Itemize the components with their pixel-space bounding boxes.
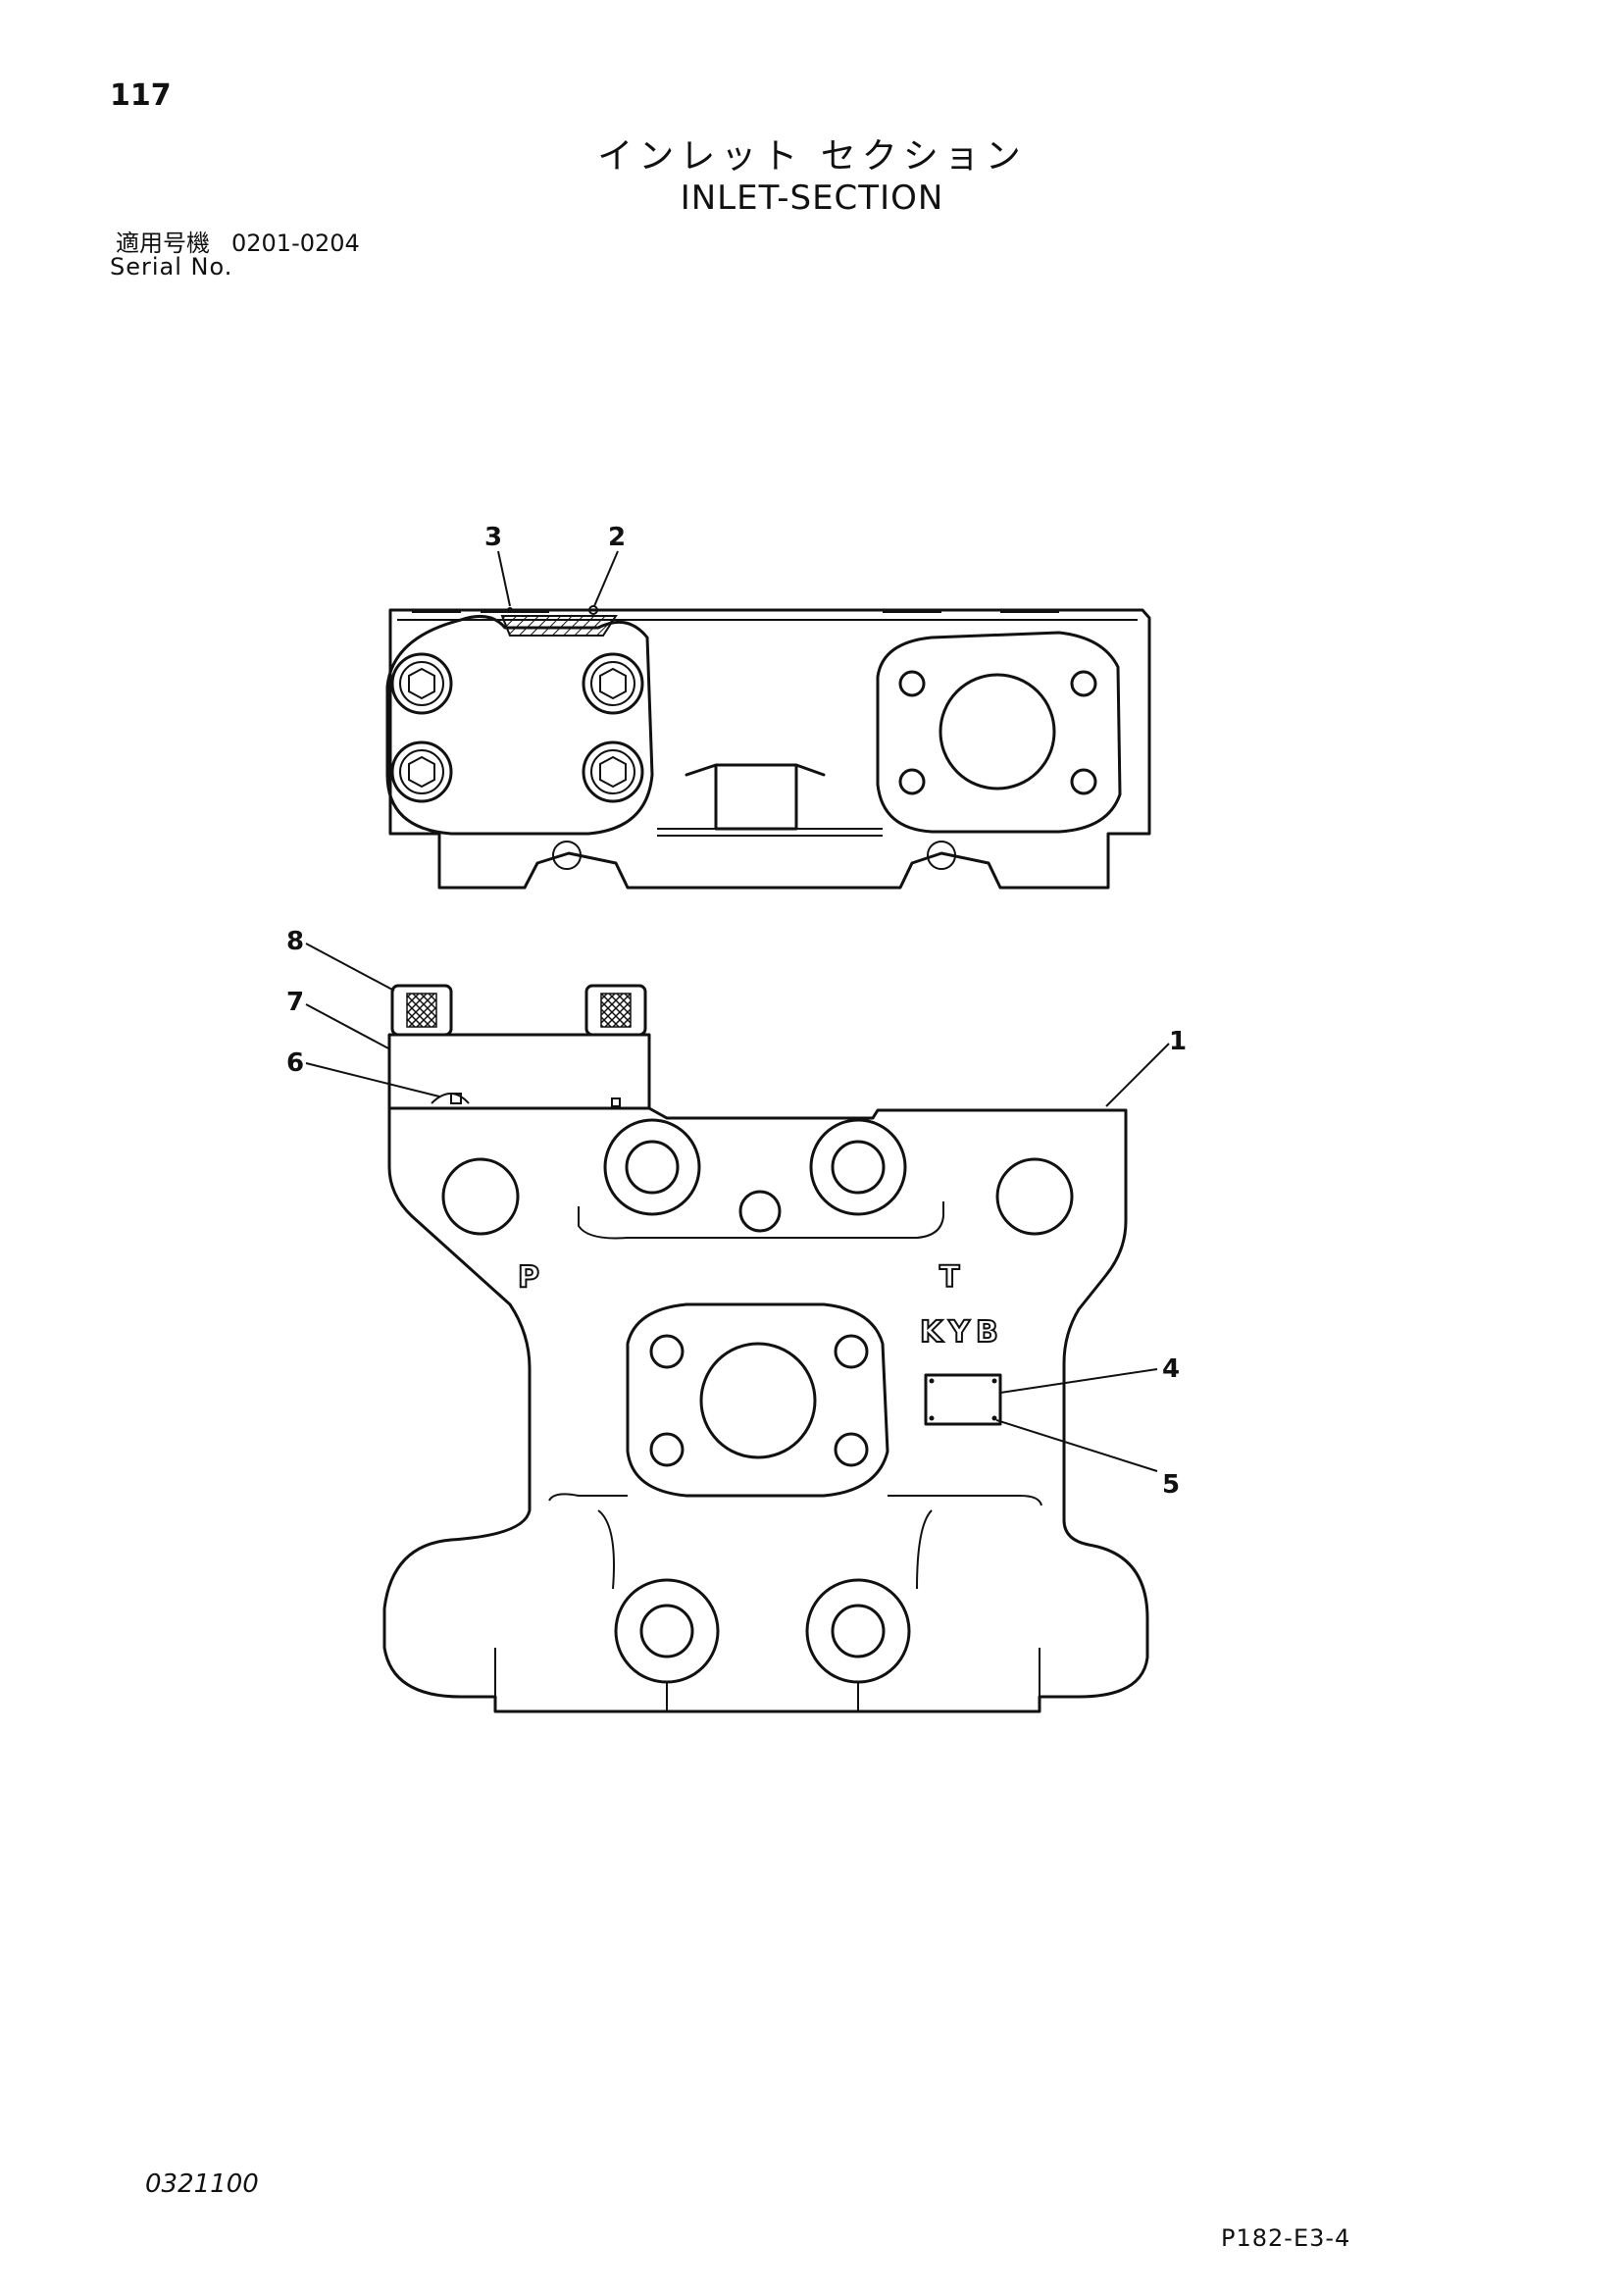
cover-plate: [387, 1033, 651, 1110]
hex-bolt: [582, 740, 644, 803]
center-flange: [626, 1302, 889, 1498]
callouts: 3 2 8 7 6 1 4 5: [286, 523, 1187, 1500]
port-opening: [995, 1157, 1074, 1236]
nameplate-rivet: [991, 1415, 997, 1421]
inlet-section-top-view: [385, 608, 1151, 890]
hex-bolt: [582, 652, 644, 715]
svg-text:7: 7: [286, 988, 304, 1017]
port-flange-right: [876, 631, 1122, 834]
applicable-models: 適用号機 0201-0204: [116, 224, 360, 258]
embossed-p: P: [518, 1260, 539, 1295]
inlet-section-front-view: P T KYB: [382, 984, 1149, 1713]
hex-bolt: [390, 652, 453, 715]
callout-5: 5: [995, 1419, 1180, 1500]
embossed-t: T: [939, 1260, 960, 1295]
serial-label: Serial No.: [110, 253, 233, 281]
port-opening: [441, 1157, 520, 1236]
callout-7: 7: [286, 988, 391, 1050]
callout-3: 3: [484, 523, 513, 613]
nameplate: [924, 1373, 1002, 1426]
svg-text:8: 8: [286, 927, 304, 956]
document-code: 0321100: [145, 2169, 259, 2199]
page-reference: P182-E3-4: [1221, 2224, 1351, 2252]
callout-2: 2: [588, 523, 626, 615]
serial-range: 0201-0204: [231, 230, 360, 257]
port-bore: [939, 673, 1056, 791]
callout-8: 8: [286, 927, 395, 992]
callout-4: 4: [999, 1354, 1180, 1394]
hex-bolt: [390, 740, 453, 803]
svg-text:6: 6: [286, 1048, 304, 1078]
title-japanese: インレット セクション: [597, 136, 1027, 177]
title-english: INLET-SECTION: [680, 179, 944, 218]
svg-text:5: 5: [1162, 1470, 1180, 1500]
embossed-kyb: KYB: [920, 1315, 1004, 1350]
svg-text:2: 2: [608, 523, 626, 552]
svg-text:4: 4: [1162, 1354, 1180, 1384]
top-view-outline: [388, 608, 1151, 890]
svg-text:1: 1: [1169, 1027, 1187, 1056]
applicable-label: 適用号機: [116, 230, 210, 257]
callout-6: 6: [286, 1048, 440, 1097]
callout-1: 1: [1105, 1027, 1187, 1107]
hatched-section: [500, 615, 618, 637]
valve-body: [382, 1106, 1149, 1713]
page-number: 117: [110, 78, 172, 113]
svg-text:3: 3: [484, 523, 502, 552]
